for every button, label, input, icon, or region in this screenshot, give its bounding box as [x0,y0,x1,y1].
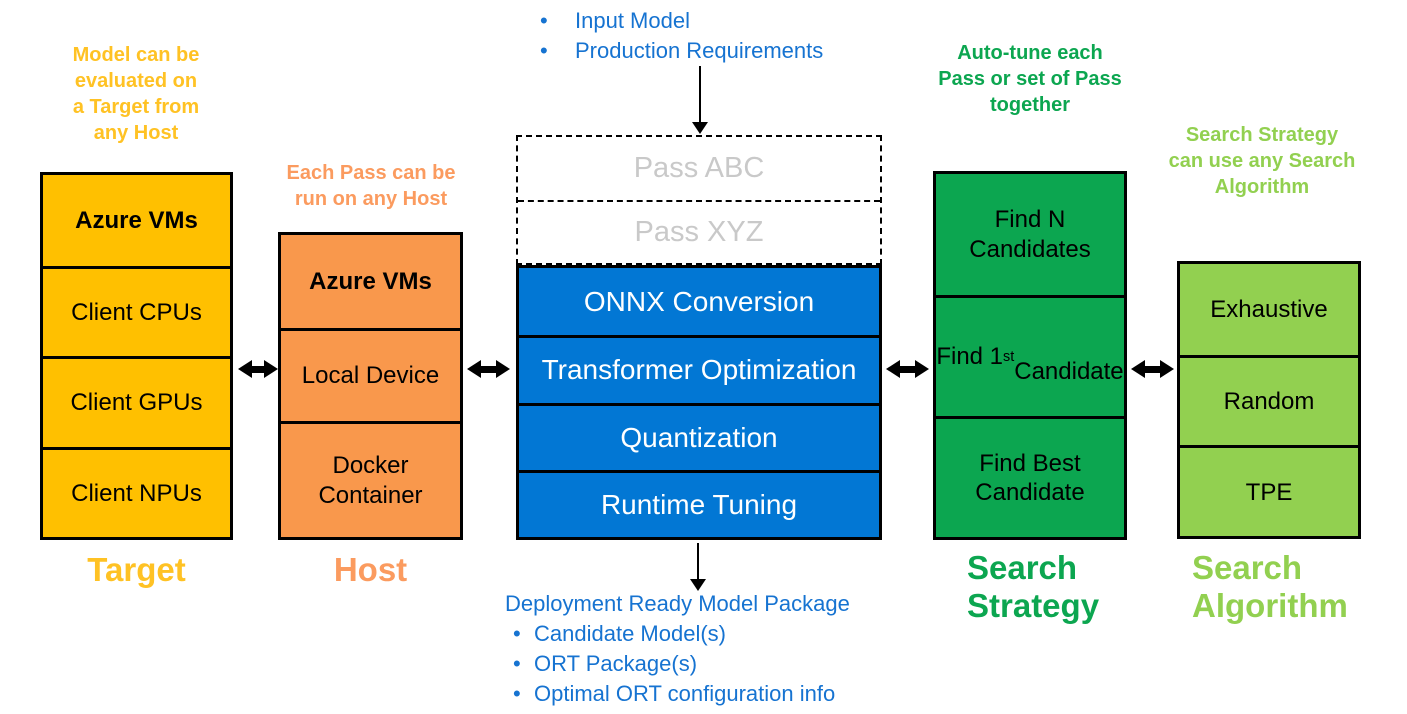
input-item-label: Input Model [575,8,690,33]
bullet-icon: • [513,621,521,646]
list-item: • Candidate Model(s) [505,619,850,649]
bullet-icon: • [540,8,548,33]
annotation-host-note: Each Pass can be run on any Host [286,162,456,210]
list-item: • Optimal ORT configuration info [505,679,850,709]
input-item-label: Production Requirements [575,38,824,63]
search-strategy-column-label: Search Strategy [967,549,1100,625]
target-client-npus-box: Client NPUs [43,446,230,538]
input-bullet-list: • Input Model • Production Requirements [540,6,823,66]
tpe-box: TPE [1180,445,1358,536]
pass-stack: ONNX Conversion Transformer Optimization… [516,265,882,540]
target-stack: Azure VMs Client CPUs Client GPUs Client… [40,172,233,540]
find-n-candidates-box: Find N Candidates [969,206,1091,263]
input-down-arrow [692,66,708,134]
output-down-arrow [690,543,706,591]
find-best-candidate-box: Find Best Candidate [936,416,1124,537]
output-item-label: ORT Package(s) [534,651,698,676]
arrow-line [699,66,701,122]
host-azure-vms-box: Azure VMs [309,267,432,295]
host-column-label: Host [333,551,408,588]
list-item: • Production Requirements [540,36,823,66]
arrow-line [697,543,699,579]
list-item: • ORT Package(s) [505,649,850,679]
target-client-cpus-box: Client CPUs [43,265,230,357]
list-item: • Input Model [540,6,823,36]
double-arrow-strategy-algorithm [1131,360,1174,378]
annotation-search-strategy-note: Auto-tune each Pass or set of Pass toget… [938,42,1122,116]
pass-ghost-stack: Pass ABC Pass XYZ [516,135,882,265]
search-algorithm-stack: Exhaustive Random TPE [1177,261,1361,539]
arrow-bar [900,365,915,373]
arrow-head-icon [690,579,706,591]
bullet-icon: • [540,38,548,63]
target-azure-vms-box: Azure VMs [75,206,198,234]
arrow-bar [1145,365,1160,373]
quantization-box: Quantization [519,402,879,470]
bullet-icon: • [513,681,521,706]
pass-xyz-box: Pass XYZ [518,200,880,263]
host-local-device-box: Local Device [281,328,460,421]
onnx-conversion-box: ONNX Conversion [583,285,815,317]
host-stack: Azure VMs Local Device Docker Container [278,232,463,540]
random-box: Random [1180,354,1358,446]
pass-abc-box: Pass ABC [633,151,765,184]
target-client-gpus-box: Client GPUs [43,356,230,447]
annotation-search-algorithm-note: Search Strategy can use any Search Algor… [1168,124,1356,198]
output-title: Deployment Ready Model Package [505,591,850,616]
target-column-label: Target [87,551,186,588]
output-item-label: Optimal ORT configuration info [534,681,836,706]
runtime-tuning-box: Runtime Tuning [519,469,879,537]
double-arrow-target-host [238,360,278,378]
output-item-label: Candidate Model(s) [534,621,726,646]
arrow-head-icon [692,122,708,134]
bullet-icon: • [513,651,521,676]
host-docker-container-box: Docker Container [281,421,460,537]
double-arrow-host-passes [467,360,510,378]
arrow-bar [252,365,264,373]
search-algorithm-column-label: Search Algorithm [1192,549,1348,625]
output-block: Deployment Ready Model Package • Candida… [505,589,850,709]
exhaustive-box: Exhaustive [1210,295,1328,323]
arrow-bar [481,365,496,373]
transformer-optimization-box: Transformer Optimization [519,335,879,402]
annotation-target-note: Model can be evaluated on a Target from … [72,44,200,144]
double-arrow-passes-strategy [886,360,929,378]
